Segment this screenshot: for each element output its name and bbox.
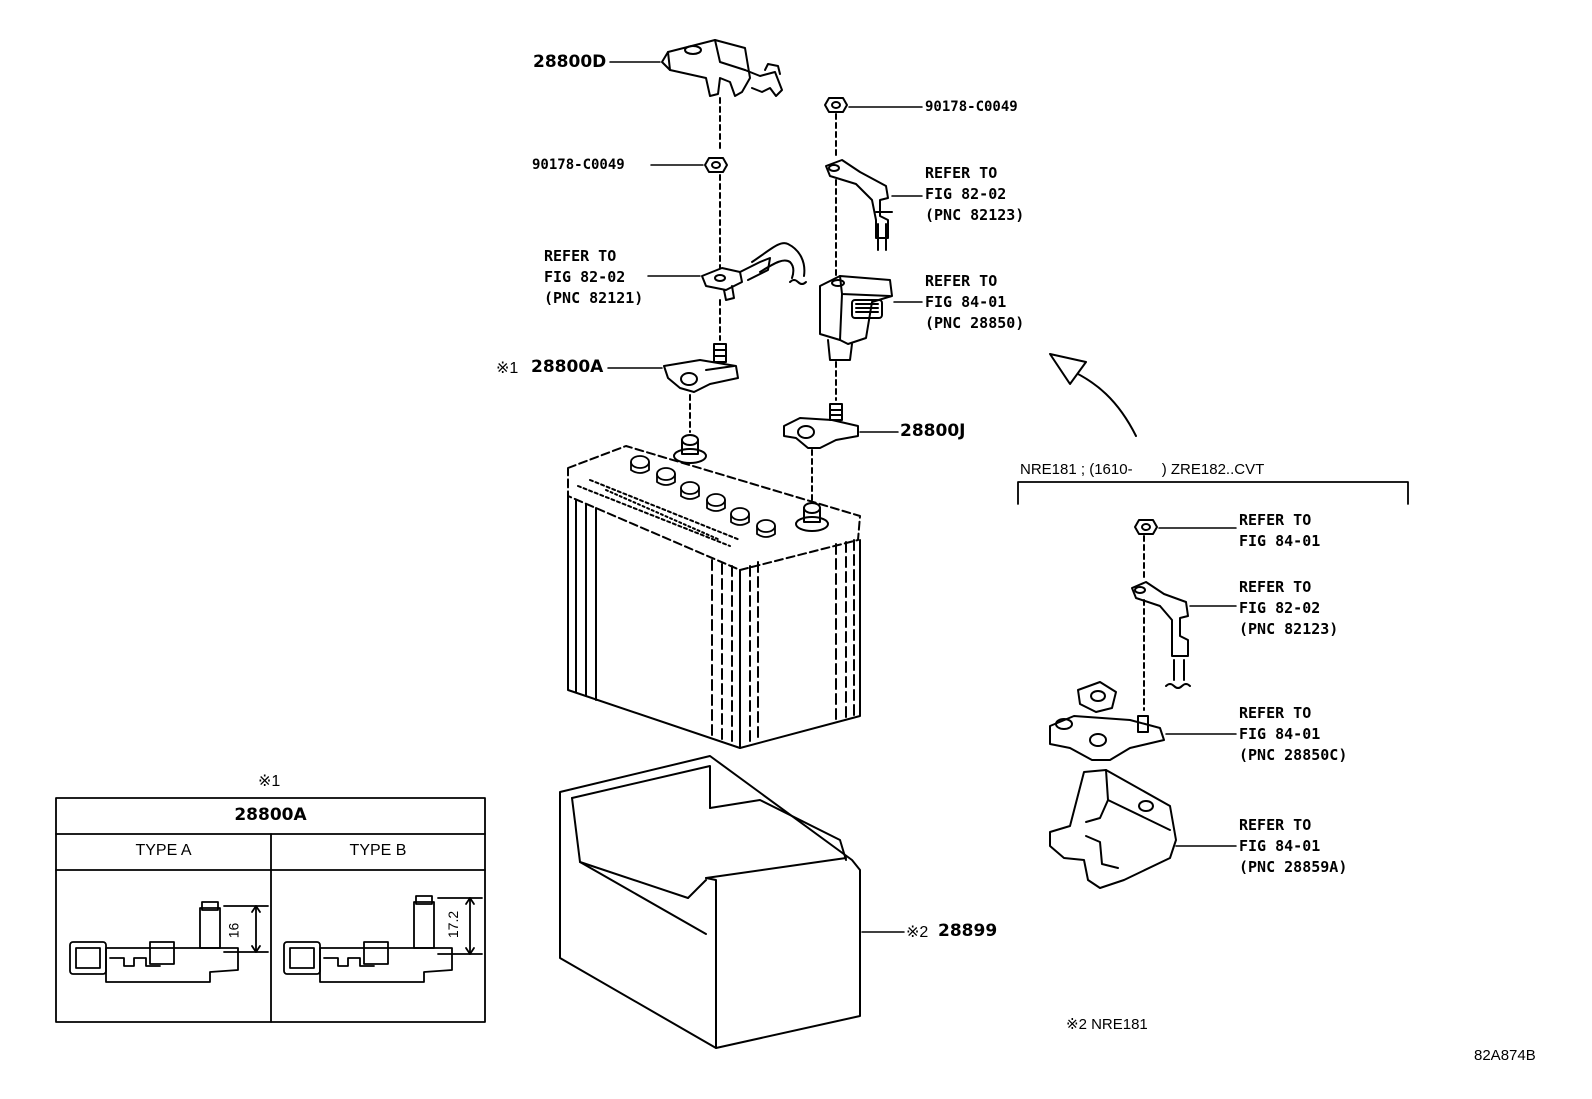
variant-ref-28850C: REFER TO FIG 84-01 (PNC 28850C) [1239,704,1348,764]
variant-nut [1134,519,1158,535]
callout-28800A: 28800A [531,357,604,377]
callout-ref-82123: REFER TO FIG 82-02 (PNC 82123) [925,164,1025,224]
type-a-clamp-sketch [69,901,269,983]
callout-28899: 28899 [938,921,998,941]
battery [567,434,861,749]
negative-clamp-28800J [783,403,859,449]
variant-header: NRE181 ; (1610- ) ZRE182..CVT [1020,461,1265,478]
type-b-clamp-sketch [283,895,483,983]
callout-ref-28850: REFER TO FIG 84-01 (PNC 28850) [925,272,1025,332]
footnote-nre181: ※2 NRE181 [1066,1016,1148,1033]
inset-dim-b: 17.2 [445,910,462,939]
note-mark-1: ※1 [496,360,519,377]
figure-code: 82A874B [1474,1047,1536,1064]
variant-ref-82123: REFER TO FIG 82-02 (PNC 82123) [1239,578,1339,638]
inset-table [55,797,486,1023]
variant-arrow [1049,353,1137,437]
battery-tray-28899 [559,755,861,1049]
callout-90178-right: 90178-C0049 [925,99,1018,115]
variant-ref-28859A: REFER TO FIG 84-01 (PNC 28859A) [1239,816,1348,876]
variant-bracket-28859A [1049,769,1177,889]
nut-90178-left [704,157,728,173]
inset-dim-a: 16 [225,922,242,939]
callout-ref-82121: REFER TO FIG 82-02 (PNC 82121) [544,247,644,307]
inset-title: 28800A [234,805,307,825]
variant-cable-82123 [1131,581,1191,689]
variant-clamp-28850C [1049,681,1165,761]
cable-terminal-82121 [701,242,807,301]
variant-ref-nut: REFER TO FIG 84-01 [1239,511,1321,550]
nut-90178-right [824,97,848,113]
fuse-block-28850 [819,275,893,361]
callout-28800J: 28800J [900,421,966,441]
callout-90178-left: 90178-C0049 [532,157,625,173]
inset-type-a: TYPE A [135,842,192,859]
inset-type-b: TYPE B [349,842,407,859]
terminal-cover-28800D [661,39,783,97]
cable-bracket-82123 [825,159,893,251]
note-mark-2: ※2 [906,924,929,941]
callout-28800D: 28800D [533,52,607,72]
positive-clamp-28800A [663,343,739,393]
variant-bracket [1017,481,1409,505]
inset-note-mark: ※1 [258,773,281,790]
